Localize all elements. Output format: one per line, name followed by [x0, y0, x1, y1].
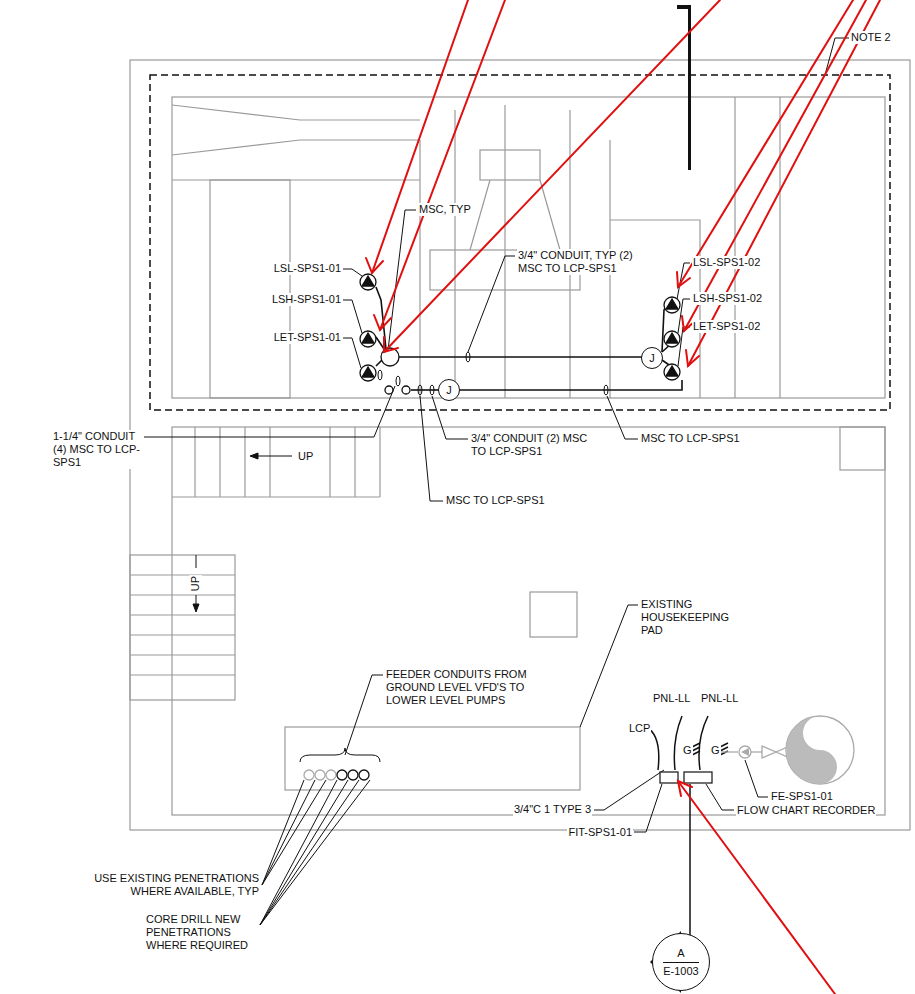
- callout-label: NOTE 2: [850, 31, 892, 44]
- callout-label: LSL-SPS1-01: [273, 262, 342, 275]
- callout-label: MSC TO LCP-SPS1: [445, 494, 546, 507]
- node-label: A: [677, 947, 684, 960]
- callout-label: FIT-SPS1-01: [567, 826, 633, 839]
- callout-label: LSH-SPS1-02: [692, 292, 763, 305]
- callout-label: LSH-SPS1-01: [271, 293, 342, 306]
- callout-label: G: [682, 744, 693, 757]
- callout-label: 3/4" CONDUIT, TYP (2) MSC TO LCP-SPS1: [517, 249, 641, 275]
- callout-label: 3/4" CONDUIT (2) MSC TO LCP-SPS1: [470, 432, 590, 458]
- callout-label: 3/4"C 1 TYPE 3: [513, 803, 592, 816]
- callout-label: FE-SPS1-01: [770, 790, 834, 803]
- callout-label: MSC, TYP: [418, 203, 472, 216]
- callout-label: 1-1/4" CONDUIT (4) MSC TO LCP-SPS1: [52, 430, 144, 469]
- callout-label: CORE DRILL NEW PENETRATIONS WHERE REQUIR…: [145, 913, 255, 952]
- callout-label: UP: [189, 575, 202, 592]
- callout-label: LSL-SPS1-02: [692, 256, 761, 269]
- callout-label: LCP: [628, 722, 651, 735]
- callout-label: PNL-LL: [700, 692, 739, 705]
- callout-label: PNL-LL: [652, 692, 691, 705]
- callout-label: LET-SPS1-02: [692, 320, 761, 333]
- node-label: J: [649, 352, 655, 365]
- sheet-number: E-1003: [663, 962, 698, 978]
- callout-label: FEEDER CONDUITS FROM GROUND LEVEL VFD'S …: [385, 668, 535, 707]
- callout-label: UP: [297, 450, 314, 463]
- callout-label: MSC TO LCP-SPS1: [640, 432, 741, 445]
- node-label: J: [446, 384, 452, 397]
- junction-box: J: [438, 379, 460, 401]
- callout-label: G: [710, 744, 721, 757]
- callout-label: FLOW CHART RECORDER: [736, 804, 876, 817]
- junction-box: J: [641, 347, 663, 369]
- callout-label: EXISTING HOUSEKEEPING PAD: [640, 598, 738, 637]
- callout-label: LET-SPS1-01: [273, 331, 342, 344]
- section-marker: A E-1003: [652, 933, 710, 991]
- callout-label: USE EXISTING PENETRATIONS WHERE AVAILABL…: [72, 872, 260, 898]
